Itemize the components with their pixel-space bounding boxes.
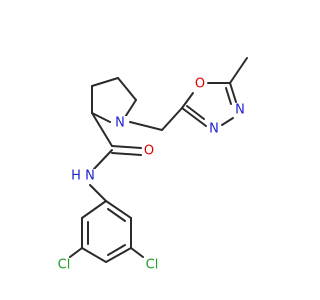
bond	[221, 117, 234, 126]
bond	[229, 57, 248, 84]
atom-h-amide: H	[71, 169, 81, 184]
atom-o-carbonyl: O	[144, 144, 154, 159]
bond-lines	[69, 57, 248, 263]
bond	[181, 107, 207, 127]
molecule-structure: N O N N O N H Cl Cl	[54, 57, 248, 273]
bond	[111, 145, 142, 149]
atom-cl-right: Cl	[146, 258, 159, 273]
bond	[117, 77, 137, 101]
atom-o-oxadiazole: O	[195, 77, 205, 92]
bond	[105, 200, 132, 219]
bond	[229, 82, 237, 103]
bond	[129, 121, 163, 131]
bond	[91, 112, 113, 147]
bond	[181, 92, 194, 109]
bond	[111, 152, 142, 156]
atom-n-oxadiazole-4: N	[209, 122, 219, 137]
bond	[225, 87, 232, 105]
atom-labels: N O N N O N H Cl Cl	[54, 77, 247, 273]
atom-n-amide: N	[85, 169, 95, 184]
bond	[186, 105, 205, 120]
bond	[107, 244, 126, 256]
bond	[89, 184, 107, 202]
bond	[130, 247, 144, 258]
bond	[107, 208, 126, 222]
bond	[105, 247, 132, 263]
bond	[93, 149, 113, 170]
bond	[91, 77, 119, 87]
atom-n-oxadiazole-3: N	[235, 103, 245, 118]
bond	[81, 200, 107, 219]
atom-n-pyrrolidine: N	[115, 116, 125, 131]
bond	[81, 247, 107, 263]
bond	[69, 247, 83, 258]
bond	[161, 107, 183, 131]
atom-cl-left: Cl	[58, 258, 71, 273]
bond	[91, 112, 111, 123]
